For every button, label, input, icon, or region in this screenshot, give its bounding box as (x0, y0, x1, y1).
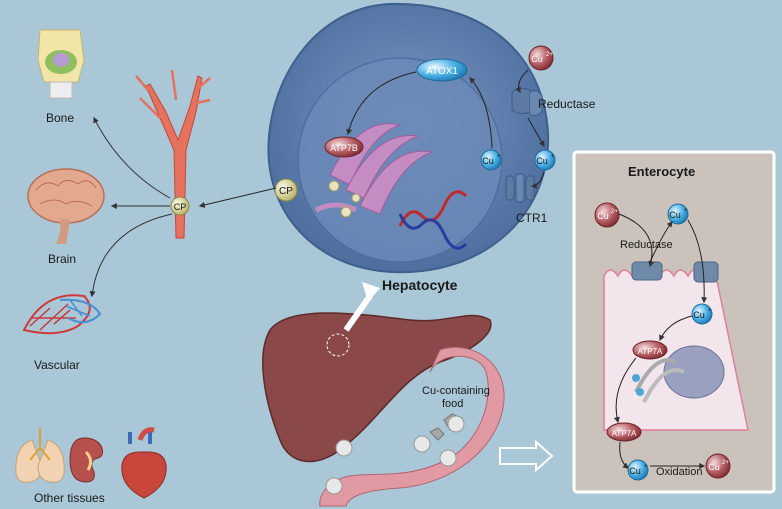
arrow-to-bone (93, 116, 171, 199)
arrow-reductase-to-cu1 (649, 221, 673, 263)
cu-plus-outside: Cu + (534, 149, 556, 171)
bone-label: Bone (46, 111, 74, 125)
arrow-cu2-to-reductase (515, 69, 529, 94)
arrow-to-enterocyte (499, 439, 554, 473)
atp7a-bottom-molecule: ATP7A (606, 422, 642, 442)
cu-plus-enterocyte-bottom: Cu + (627, 459, 649, 481)
cu-plus-enterocyte-mid: Cu + (691, 303, 713, 325)
arrow-cp-to-vessel (198, 187, 277, 208)
cu2-outside-text: Cu (531, 54, 543, 64)
vascular-label: Vascular (34, 358, 80, 372)
golgi-enterocyte (632, 358, 685, 403)
arrow-cu1-down (687, 219, 708, 304)
atox1-label: ATOX1 (426, 66, 458, 77)
hepatocyte-label: Hepatocyte (382, 277, 458, 293)
atp7b-molecule: ATP7B (324, 136, 364, 158)
cu1-ent-bot-sup: + (644, 464, 648, 470)
dmt1-transporter (693, 261, 719, 283)
zoom-arrow-head (362, 282, 380, 302)
arrow-cu1-to-ctr1 (530, 171, 545, 189)
cu-plus-outside-text: Cu (536, 156, 548, 166)
blood-vessel (135, 69, 211, 239)
cu2-outside-sup: 2+ (546, 52, 553, 58)
arrow-cu1-to-atox1 (469, 77, 493, 149)
cu1-ent-mid-sup: + (708, 308, 712, 314)
cu2-plus-outside: Cu 2+ (528, 45, 554, 71)
cu1-ent-mid-text: Cu (693, 310, 705, 320)
other-tissues-label: Other tissues (34, 491, 105, 505)
cu2-stomach-ions (325, 415, 465, 495)
atp7a-bottom-label: ATP7A (612, 429, 637, 438)
cp-hepatocyte-label: CP (279, 186, 293, 197)
arrow-reductase-to-cu1 (527, 117, 545, 148)
enterocyte-label: Enterocyte (628, 164, 695, 179)
cu1-ent-top-sup: + (684, 208, 688, 214)
kidney-illustration (69, 437, 103, 483)
stomach-illustration (319, 346, 505, 507)
dna-helix (398, 190, 468, 250)
ctr1-transporter (505, 173, 535, 203)
zoom-arrow (343, 294, 373, 332)
reductase-enterocyte-label: Reductase (620, 239, 673, 251)
arrow-atp7a-down (613, 357, 637, 424)
ctr1-label: CTR1 (516, 211, 548, 225)
cu2-ent-bot-text: Cu (708, 462, 720, 472)
cu-plus-enterocyte-top: Cu + (667, 203, 689, 225)
cu-plus-outside-sup: + (551, 154, 555, 160)
cu1-ent-bot-text: Cu (629, 466, 641, 476)
reductase-hepatocyte-label: Reductase (538, 97, 596, 111)
atp7b-label: ATP7B (330, 143, 358, 153)
arrow-to-atp7a (659, 315, 693, 342)
golgi-apparatus (314, 123, 434, 215)
brain-illustration (27, 168, 105, 244)
lungs-illustration (15, 428, 65, 483)
cu2-enterocyte-bottom: Cu 2+ (705, 453, 731, 479)
bone-illustration (37, 29, 85, 99)
liver-illustration (262, 312, 492, 463)
cu2-ent-bot-sup: 2+ (722, 460, 729, 466)
atox1-molecule: ATOX1 (416, 58, 468, 82)
cu-plus-hep-sup: + (497, 154, 501, 160)
brain-label: Brain (48, 252, 76, 266)
reductase-hepatocyte-transporter (511, 87, 543, 117)
cu-plus-hep-text: Cu (482, 156, 494, 166)
cp-vessel-molecule: CP (170, 196, 190, 216)
arrow-to-vascular (89, 213, 173, 298)
vascular-illustration (22, 294, 102, 335)
heart-illustration (121, 427, 167, 499)
cu-plus-hepatocyte: Cu + (480, 149, 502, 171)
arrow-to-cu1-out (619, 441, 629, 469)
atp7a-top-label: ATP7A (638, 347, 663, 356)
vesicles (328, 180, 361, 218)
cu-food-label-2: food (442, 398, 463, 410)
cu1-ent-top-text: Cu (669, 210, 681, 220)
cu-food-label-1: Cu-containing (422, 385, 490, 397)
atp7a-top-molecule: ATP7A (632, 340, 668, 360)
cu2-enterocyte-top: Cu 2+ (594, 202, 620, 228)
reductase-enterocyte-transporter (631, 261, 663, 281)
arrow-atox1-to-atp7b (346, 71, 417, 136)
cp-vessel-label: CP (174, 202, 187, 212)
cu2-ent-top-text: Cu (597, 211, 609, 221)
cu2-ent-top-sup: 2+ (611, 209, 618, 215)
oxidation-label: Oxidation (656, 466, 702, 478)
cp-hepatocyte-molecule: CP (274, 178, 298, 202)
